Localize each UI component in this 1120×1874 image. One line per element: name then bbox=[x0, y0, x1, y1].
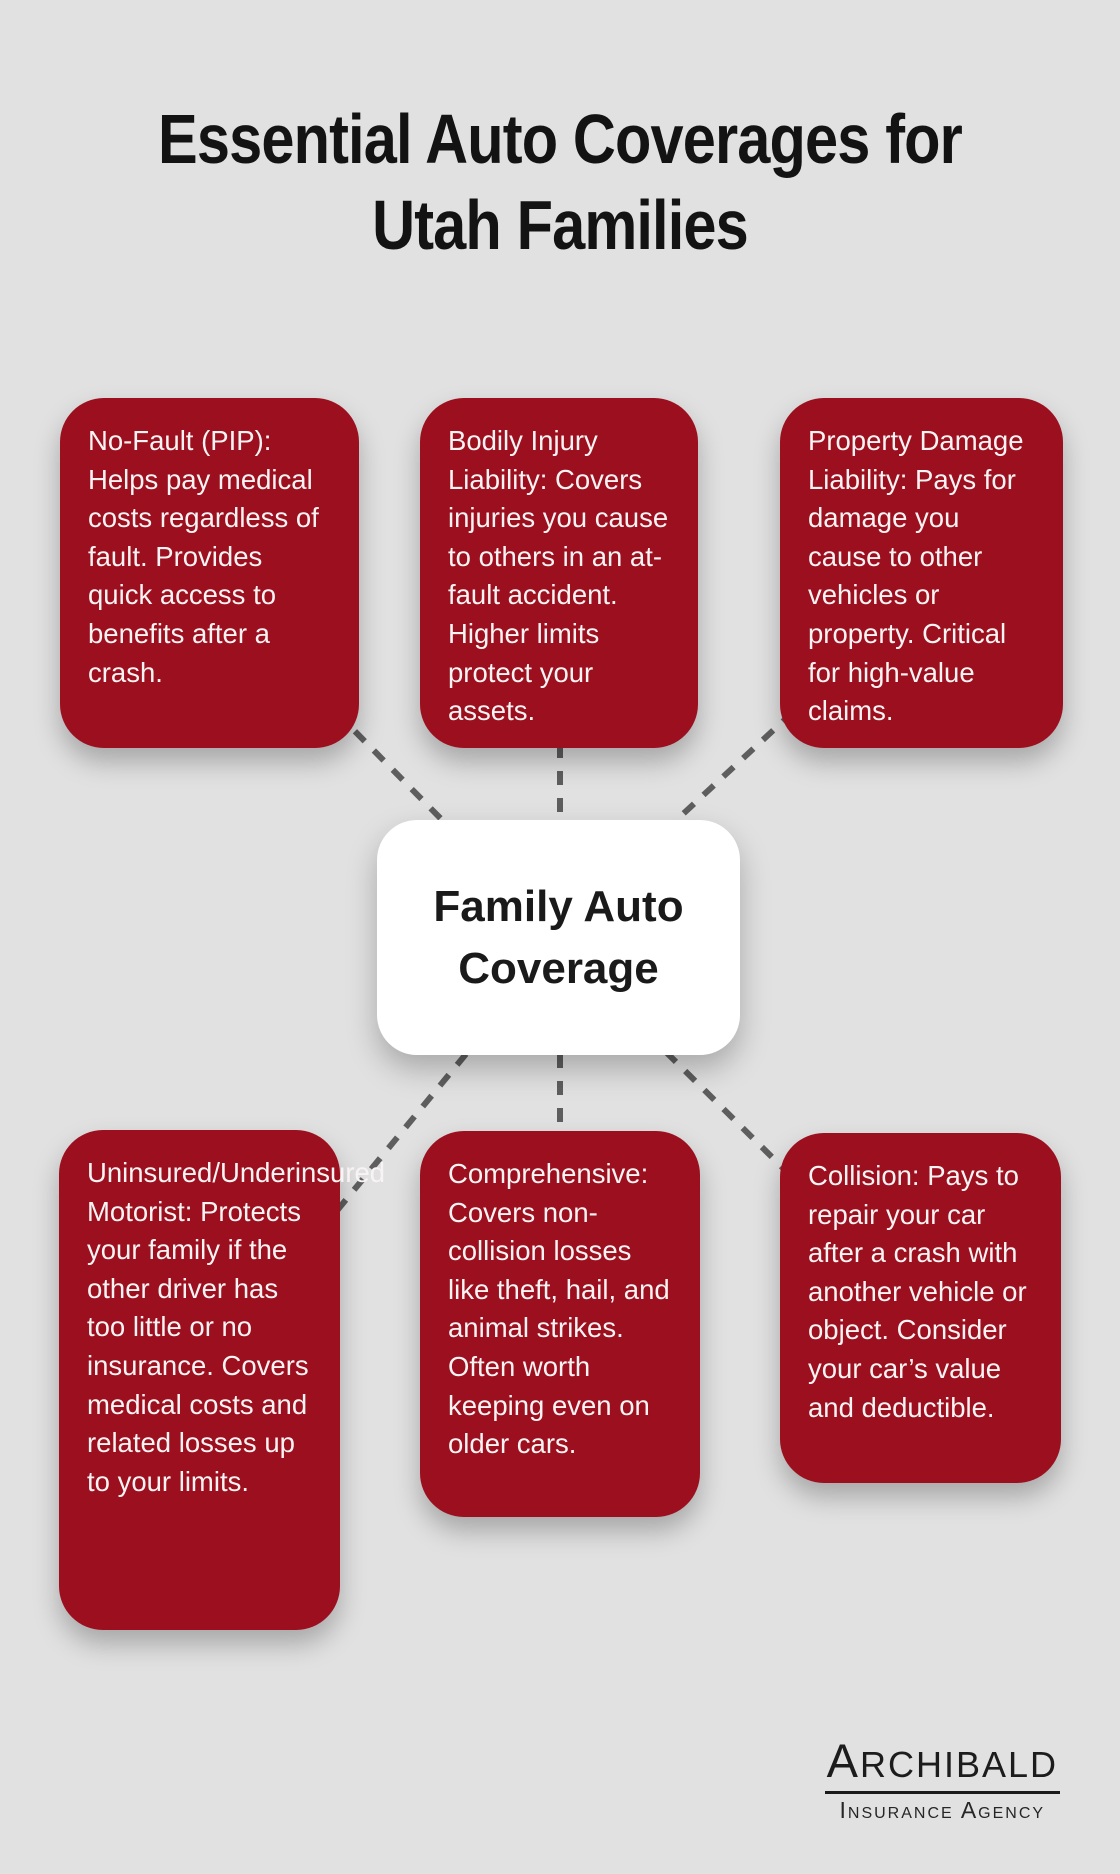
coverage-card-comprehensive: Comprehensive: Covers non-collision loss… bbox=[420, 1131, 700, 1517]
page-title-line1: Essential Auto Coverages for bbox=[158, 100, 963, 178]
page-title-line2: Utah Families bbox=[372, 186, 749, 264]
coverage-card-bodily-injury: Bodily Injury Liability: Covers injuries… bbox=[420, 398, 698, 748]
center-node: Family Auto Coverage bbox=[377, 820, 740, 1055]
coverage-card-no-fault: No-Fault (PIP): Helps pay medical costs … bbox=[60, 398, 359, 748]
page-title: Essential Auto Coverages for Utah Famili… bbox=[84, 96, 1036, 268]
coverage-card-property-damage: Property Damage Liability: Pays for dama… bbox=[780, 398, 1063, 748]
brand-logo-name: Archibald bbox=[824, 1734, 1060, 1795]
coverage-card-text: Uninsured/Underinsured Motorist: Protect… bbox=[87, 1157, 386, 1497]
coverage-card-collision: Collision: Pays to repair your car after… bbox=[780, 1133, 1061, 1483]
coverage-card-text: Collision: Pays to repair your car after… bbox=[808, 1160, 1027, 1423]
coverage-card-uninsured-motorist: Uninsured/Underinsured Motorist: Protect… bbox=[59, 1130, 386, 1630]
connector-line-property-damage bbox=[667, 709, 796, 829]
coverage-card-text: Comprehensive: Covers non-collision loss… bbox=[448, 1158, 670, 1460]
coverage-card-text: No-Fault (PIP): Helps pay medical costs … bbox=[88, 425, 319, 688]
connector-line-collision bbox=[663, 1049, 791, 1176]
coverage-card-text: Property Damage Liability: Pays for dama… bbox=[808, 425, 1024, 727]
center-node-line1: Family Auto bbox=[433, 881, 684, 931]
center-node-line2: Coverage bbox=[458, 943, 659, 993]
coverage-card-text: Bodily Injury Liability: Covers injuries… bbox=[448, 425, 669, 727]
brand-logo: Archibald Insurance Agency bbox=[824, 1734, 1060, 1824]
connector-line-uninsured bbox=[332, 1052, 469, 1215]
brand-logo-subtitle: Insurance Agency bbox=[839, 1797, 1046, 1824]
